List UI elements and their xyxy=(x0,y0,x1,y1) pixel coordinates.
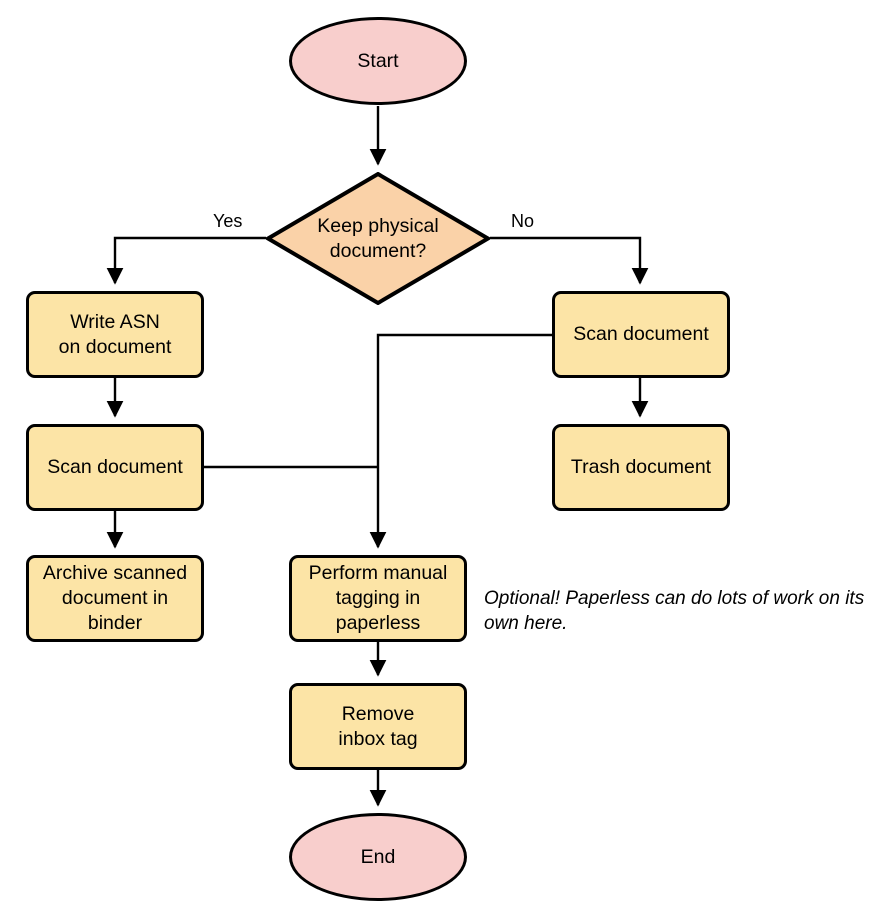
node-start-label: Start xyxy=(357,49,399,72)
node-end[interactable]: End xyxy=(289,813,467,901)
node-write-asn-on-document[interactable]: Write ASN on document xyxy=(26,291,204,378)
node-scan-document-left-label: Scan document xyxy=(47,456,183,479)
node-scan-document-right[interactable]: Scan document xyxy=(552,291,730,378)
edge-scan-right-to-tagging xyxy=(369,333,552,549)
annotation-optional-note: Optional! Paperless can do lots of work … xyxy=(484,588,865,635)
node-tagging-label: Perform manual tagging in paperless xyxy=(308,562,448,634)
node-scan-document-right-label: Scan document xyxy=(573,323,709,346)
node-write-asn-label: Write ASN on document xyxy=(58,310,172,358)
node-perform-manual-tagging[interactable]: Perform manual tagging in paperless xyxy=(289,555,467,642)
node-trash-document-label: Trash document xyxy=(570,456,712,479)
node-start[interactable]: Start xyxy=(289,17,467,105)
node-scan-document-left[interactable]: Scan document xyxy=(26,424,204,511)
edge-label-no: No xyxy=(509,211,537,232)
node-archive-label: Archive scanned document in binder xyxy=(42,562,188,634)
node-trash-document[interactable]: Trash document xyxy=(552,424,730,511)
node-end-label: End xyxy=(360,845,396,868)
edge-decision-no-to-scan-right xyxy=(490,236,649,285)
node-decision-keep-physical-document[interactable]: Keep physical document? xyxy=(266,172,490,305)
diamond-shape xyxy=(266,172,490,305)
node-remove-inbox-tag[interactable]: Remove inbox tag xyxy=(289,683,467,770)
edge-label-yes: Yes xyxy=(211,211,245,232)
node-remove-inbox-label: Remove inbox tag xyxy=(338,702,418,750)
node-archive-scanned-document[interactable]: Archive scanned document in binder xyxy=(26,555,204,642)
edge-decision-yes-to-write-asn xyxy=(106,236,266,285)
